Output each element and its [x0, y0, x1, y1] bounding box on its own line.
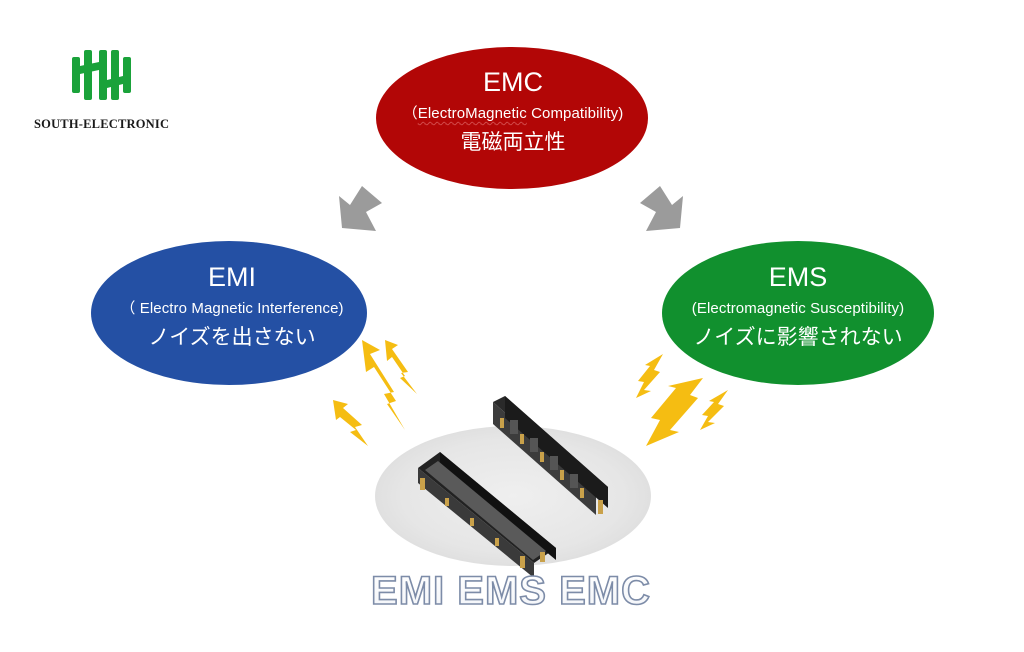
emi-oval — [91, 241, 367, 385]
ems-title: EMS — [768, 262, 828, 292]
emc-term-rest: Compatibility) — [526, 105, 624, 122]
emi-label-group: EMI （ Electro Magnetic Interference) ノイズ… — [92, 261, 372, 350]
emc-title: EMC — [483, 67, 543, 97]
ems-japanese: ノイズに影響されない — [693, 325, 903, 349]
lightning-bolt-icon — [333, 340, 417, 446]
emc-japanese: 電磁両立性 — [460, 130, 566, 154]
company-name: SOUTH-ELECTRONIC — [34, 117, 170, 131]
emi-title: EMI — [207, 262, 256, 292]
emc-open-paren: （ — [402, 105, 418, 122]
emc-oval — [376, 47, 648, 189]
emc-label-group: EMC （ElectroMagnetic Compatibility) 電磁両立… — [378, 66, 648, 155]
ems-oval — [662, 241, 934, 385]
emc-subtitle: （ElectroMagnetic Compatibility) — [378, 104, 648, 124]
emc-term-spellcheck: ElectroMagnetic — [417, 105, 527, 122]
emi-subtitle: （ Electro Magnetic Interference) — [120, 300, 344, 317]
logo-icon — [72, 50, 131, 100]
connector-icon — [418, 396, 608, 578]
banner-text: EMI EMS EMC — [371, 569, 651, 613]
emi-japanese: ノイズを出さない — [148, 325, 316, 349]
ems-label-group: EMS (Electromagnetic Susceptibility) ノイズ… — [662, 261, 934, 350]
ems-subtitle: (Electromagnetic Susceptibility) — [691, 300, 905, 317]
down-arrow-icon — [339, 186, 683, 231]
lightning-bolt-icon — [636, 354, 728, 446]
